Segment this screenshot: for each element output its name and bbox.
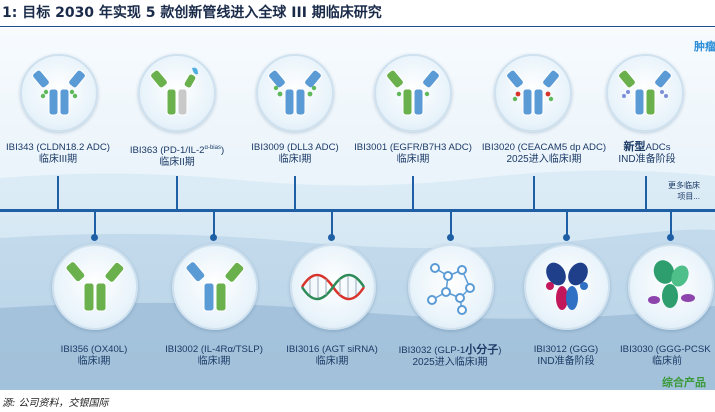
top-item-2-label: IBI363 (PD-1/IL-2α-bias) 临床II期 (118, 142, 236, 169)
drug-name: IBI3016 (AGT siRNA) (286, 344, 378, 355)
clinical-stage: 2025进入临床I期 (412, 357, 488, 368)
bottom-item-3-label: IBI3016 (AGT siRNA) 临床I期 (274, 344, 390, 368)
adc-antibody-icon (20, 54, 98, 132)
connector-dot-2 (210, 234, 217, 241)
connector-top-2 (176, 176, 178, 210)
bottom-item-4-label: IBI3032 (GLP-1小分子) 2025进入临床I期 (388, 344, 512, 369)
clinical-stage: 临床I期 (197, 356, 231, 367)
small-molecule-icon (408, 244, 494, 330)
drug-name: IBI3030 (GGG-PCSK (620, 344, 711, 355)
connector-bottom-5 (566, 211, 568, 237)
drug-name: 新型ADCs (623, 141, 671, 153)
figure-title: 1: 目标 2030 年实现 5 款创新管线进入全球 III 期临床研究 (0, 0, 715, 27)
dna-helix-icon (290, 244, 376, 330)
connector-dot-1 (91, 234, 98, 241)
clinical-stage: 2025进入临床I期 (506, 154, 582, 165)
bispecific-fusion-antibody-icon (138, 54, 216, 132)
drug-name: IBI3020 (CEACAM5 dp ADC) (481, 142, 607, 153)
source-note: 源: 公司资料，交银国际 (2, 398, 109, 409)
drug-name: IBI3012 (GGG) (533, 344, 599, 355)
oncology-section-label: 肿瘤 (694, 41, 715, 53)
protein-structure-icon (524, 244, 610, 330)
antibody-icon (52, 244, 138, 330)
clinical-stage: 临床III期 (38, 154, 78, 165)
timeline-axis (0, 209, 715, 212)
connector-dot-6 (667, 234, 674, 241)
clinical-stage: 临床I期 (77, 356, 111, 367)
drug-name: IBI343 (CLDN18.2 ADC) (6, 142, 110, 153)
general-section-label: 综合产品 (662, 377, 706, 389)
connector-top-6 (645, 176, 647, 210)
drug-name: IBI356 (OX40L) (60, 344, 128, 355)
clinical-stage: IND准备阶段 (618, 154, 676, 165)
novel-adc-icon (606, 54, 684, 132)
connector-top-4 (412, 176, 414, 210)
top-item-4-label: IBI3001 (EGFR/B7H3 ADC) 临床I期 (348, 142, 478, 166)
clinical-stage: 临床I期 (315, 356, 349, 367)
connector-bottom-4 (450, 211, 452, 237)
top-item-3-label: IBI3009 (DLL3 ADC) 临床I期 (236, 142, 354, 166)
drug-name: IBI3001 (EGFR/B7H3 ADC) (354, 142, 472, 153)
bottom-item-2-label: IBI3002 (IL-4Rα/TSLP) 临床I期 (152, 344, 276, 368)
clinical-stage: 临床I期 (278, 154, 312, 165)
protein-structure-icon (628, 244, 714, 330)
top-item-1-label: IBI343 (CLDN18.2 ADC) 临床III期 (0, 142, 118, 166)
connector-dot-5 (563, 234, 570, 241)
bottom-item-6-label: IBI3030 (GGG-PCSK 临床前 (620, 344, 714, 368)
bispecific-antibody-icon (172, 244, 258, 330)
drug-name: IBI3002 (IL-4Rα/TSLP) (165, 344, 263, 355)
drug-name: IBI3009 (DLL3 ADC) (251, 142, 339, 153)
drug-name: IBI363 (PD-1/IL-2α-bias) (129, 145, 225, 157)
dual-payload-adc-icon (494, 54, 572, 132)
clinical-stage: 临床前 (652, 356, 682, 367)
connector-bottom-2 (213, 211, 215, 237)
clinical-stage: 临床I期 (396, 154, 430, 165)
bispecific-adc-icon (374, 54, 452, 132)
connector-top-5 (533, 176, 535, 210)
connector-bottom-1 (94, 211, 96, 237)
connector-top-3 (294, 176, 296, 210)
connector-bottom-3 (331, 211, 333, 237)
connector-top-1 (57, 176, 59, 210)
clinical-stage: IND准备阶段 (537, 356, 595, 367)
connector-dot-4 (447, 234, 454, 241)
connector-dot-3 (328, 234, 335, 241)
adc-antibody-icon (256, 54, 334, 132)
bottom-item-1-label: IBI356 (OX40L) 临床I期 (48, 344, 140, 368)
pipeline-scene: 肿瘤 综合产品 更多临床 项目... (0, 28, 715, 390)
connector-bottom-6 (670, 211, 672, 237)
bottom-item-5-label: IBI3012 (GGG) IND准备阶段 (518, 344, 614, 368)
top-item-6-label: 新型ADCs IND准备阶段 (610, 141, 684, 166)
clinical-stage: 临床II期 (159, 157, 195, 169)
top-item-5-label: IBI3020 (CEACAM5 dp ADC) 2025进入临床I期 (476, 142, 612, 166)
more-projects-note: 更多临床 项目... (668, 181, 700, 201)
drug-name: IBI3032 (GLP-1小分子) (398, 344, 502, 356)
